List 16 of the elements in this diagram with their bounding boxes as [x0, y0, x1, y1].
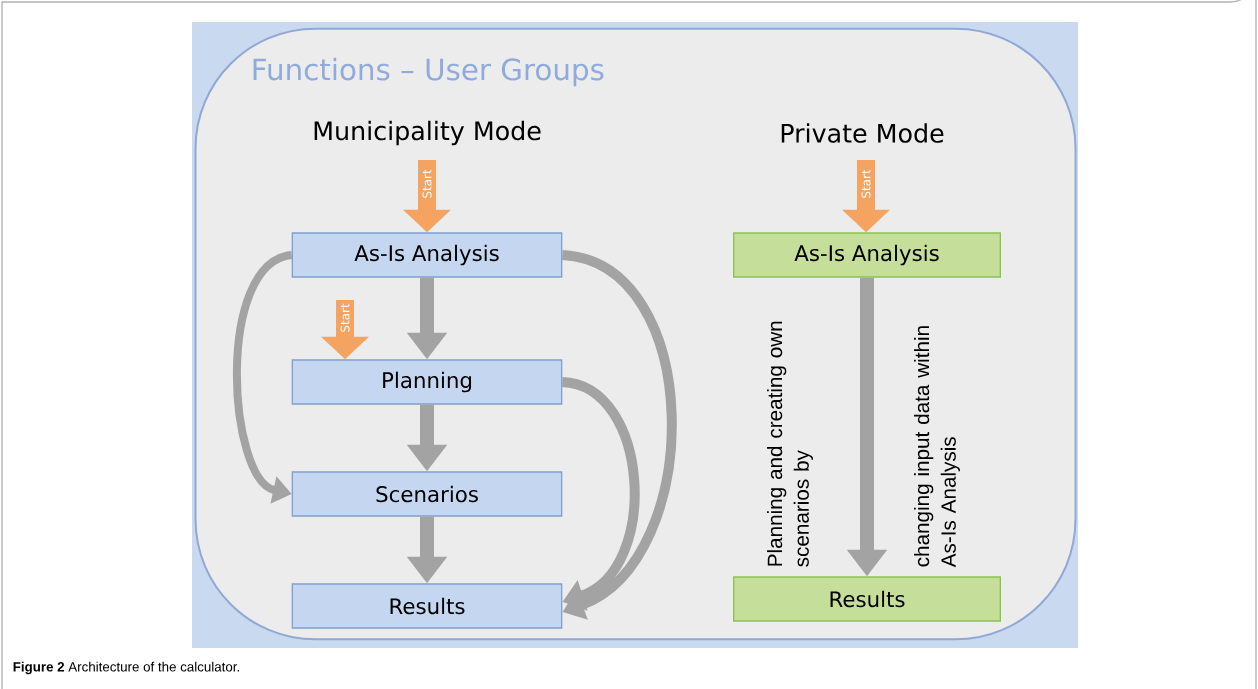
process-box: Planning: [291, 359, 563, 405]
process-box: Scenarios: [291, 471, 563, 517]
process-box: As-Is Analysis: [291, 232, 563, 278]
mode-heading: Municipality Mode: [314, 120, 541, 146]
process-box: As-Is Analysis: [733, 232, 1001, 278]
edge-label: Start: [860, 168, 872, 200]
process-box: Results: [291, 583, 563, 629]
vertical-note: changing input data within As-Is Analysis: [914, 326, 960, 568]
caption: Figure 2 Architecture of the calculator.: [13, 661, 239, 675]
edge-label: Start: [339, 302, 351, 334]
arrow: [561, 250, 677, 620]
vertical-note: Planning and creating own scenarios by: [767, 321, 813, 567]
mode-heading: Private Mode: [781, 123, 944, 143]
edge-label: Start: [421, 168, 433, 200]
arrow: [561, 377, 640, 611]
process-box: Results: [733, 576, 1001, 622]
